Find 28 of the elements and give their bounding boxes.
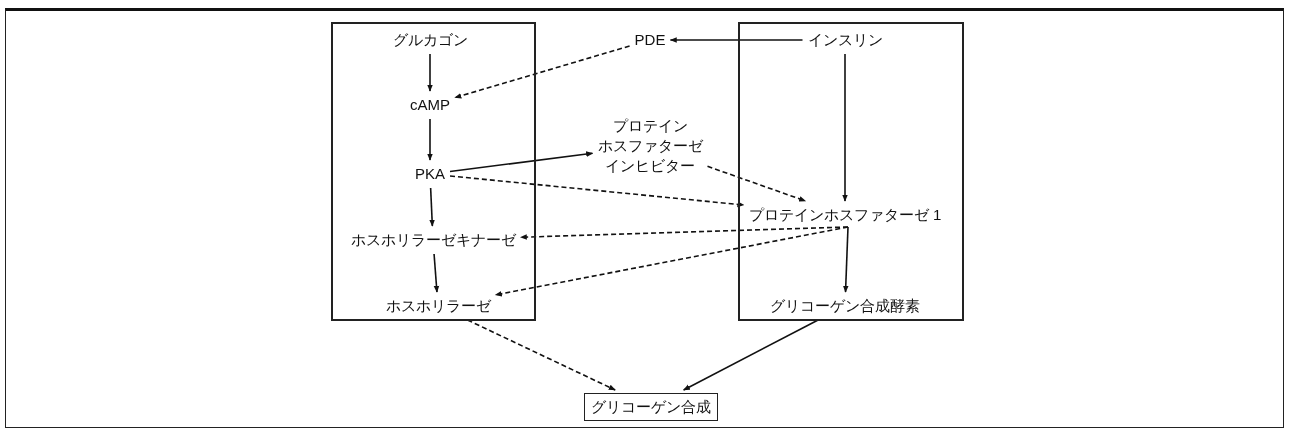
molecule-label: ホスホリラーゼキナーゼ — [348, 229, 518, 251]
arrow — [427, 53, 433, 92]
arrow — [519, 226, 849, 240]
arrow — [433, 253, 440, 293]
result-box: グリコーゲン合成 — [584, 393, 718, 421]
group-frame — [331, 22, 536, 321]
arrow — [449, 175, 745, 208]
molecule-label: PKA — [413, 163, 447, 185]
arrow — [427, 118, 433, 161]
arrow — [466, 319, 616, 391]
group-frame — [738, 22, 964, 321]
molecule-label: グルカゴン — [390, 29, 470, 51]
molecule-label: ホスホリラーゼ — [383, 295, 493, 317]
molecule-label: cAMP — [408, 94, 452, 116]
arrow — [494, 226, 849, 297]
arrow — [669, 37, 804, 43]
molecule-label: プロテインホスファターゼインヒビター — [595, 115, 705, 177]
arrow — [842, 226, 849, 293]
arrow — [454, 45, 631, 99]
molecule-label: インスリン — [805, 29, 885, 51]
arrow — [706, 165, 807, 202]
molecule-label: グリコーゲン合成酵素 — [768, 295, 922, 317]
molecule-label: PDE — [632, 29, 668, 51]
arrow — [449, 151, 594, 173]
molecule-label: プロテインホスファターゼ 1 — [746, 204, 944, 226]
arrow — [429, 187, 435, 227]
arrow — [682, 319, 819, 391]
arrow — [842, 53, 848, 202]
